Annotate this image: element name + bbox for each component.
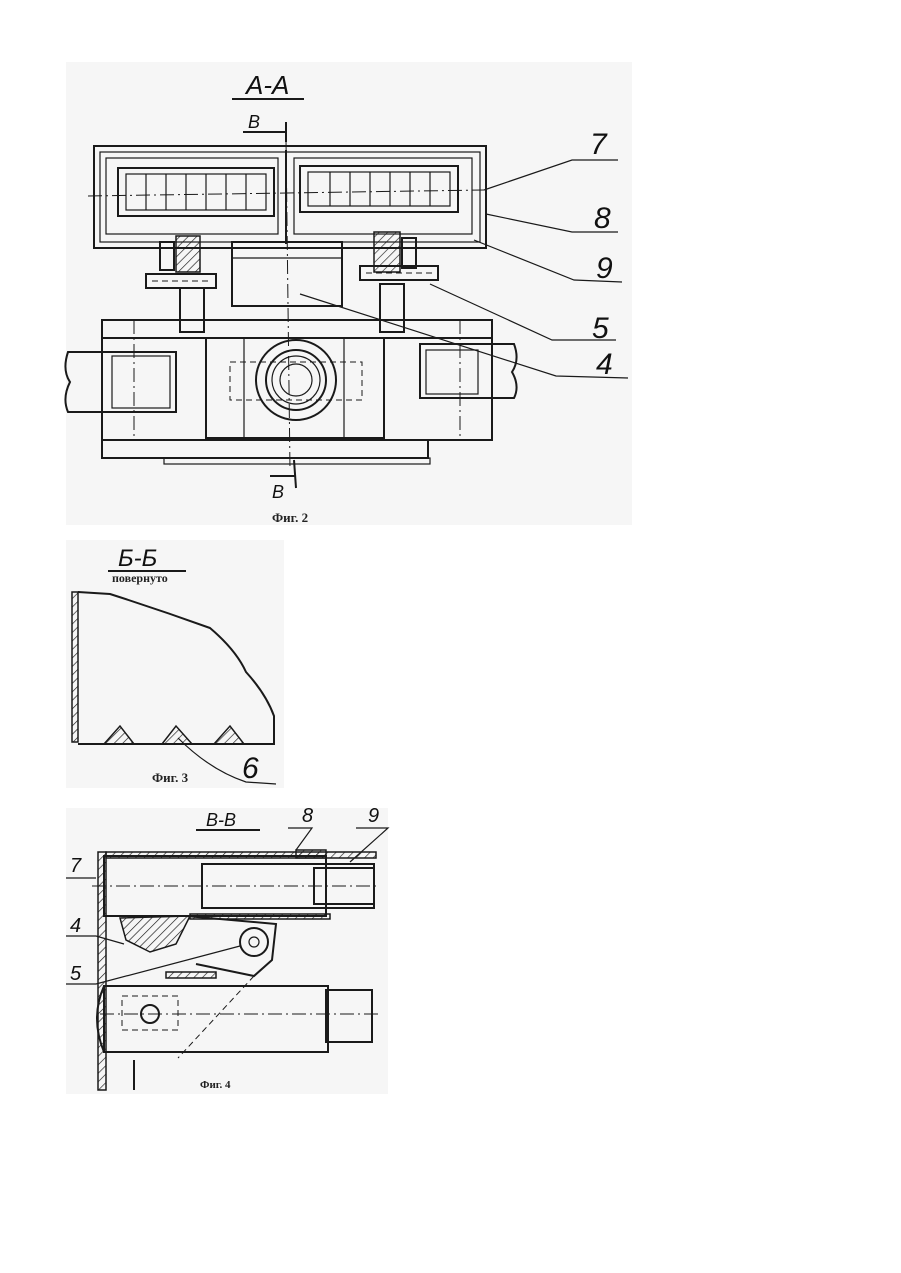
callout-6: 6 (242, 752, 259, 785)
figure-4-drawing: В-В 8 9 7 4 5 (66, 805, 388, 1091)
fig2-cut-label-top: В (248, 112, 260, 132)
callout-5-fig4: 5 (70, 963, 82, 985)
fig2-section-title: А-А (244, 70, 289, 100)
fig3-section-title: Б-Б (118, 545, 157, 572)
fig4-caption: Фиг. 4 (200, 1079, 231, 1091)
callout-9: 9 (596, 252, 613, 285)
fig3-subtitle: повернуто (112, 571, 168, 585)
fig2-cut-label-bottom: В (272, 482, 284, 502)
fig3-caption: Фиг. 3 (152, 770, 189, 785)
callout-4-fig4: 4 (70, 915, 81, 937)
callout-7: 7 (590, 128, 608, 161)
callout-4: 4 (596, 348, 613, 381)
figure-3-drawing: Б-Б повернуто 6 Фиг. 3 (72, 545, 276, 785)
callout-8-fig4: 8 (302, 805, 313, 827)
callout-7-fig4: 7 (70, 855, 82, 877)
callout-5: 5 (592, 312, 609, 345)
figure-2-drawing: А-А В (65, 70, 628, 525)
fig4-section-title: В-В (206, 810, 236, 830)
callout-8: 8 (594, 202, 611, 235)
teeth-row (104, 726, 244, 744)
fig2-caption: Фиг. 2 (272, 510, 308, 525)
callout-9-fig4: 9 (368, 805, 379, 827)
